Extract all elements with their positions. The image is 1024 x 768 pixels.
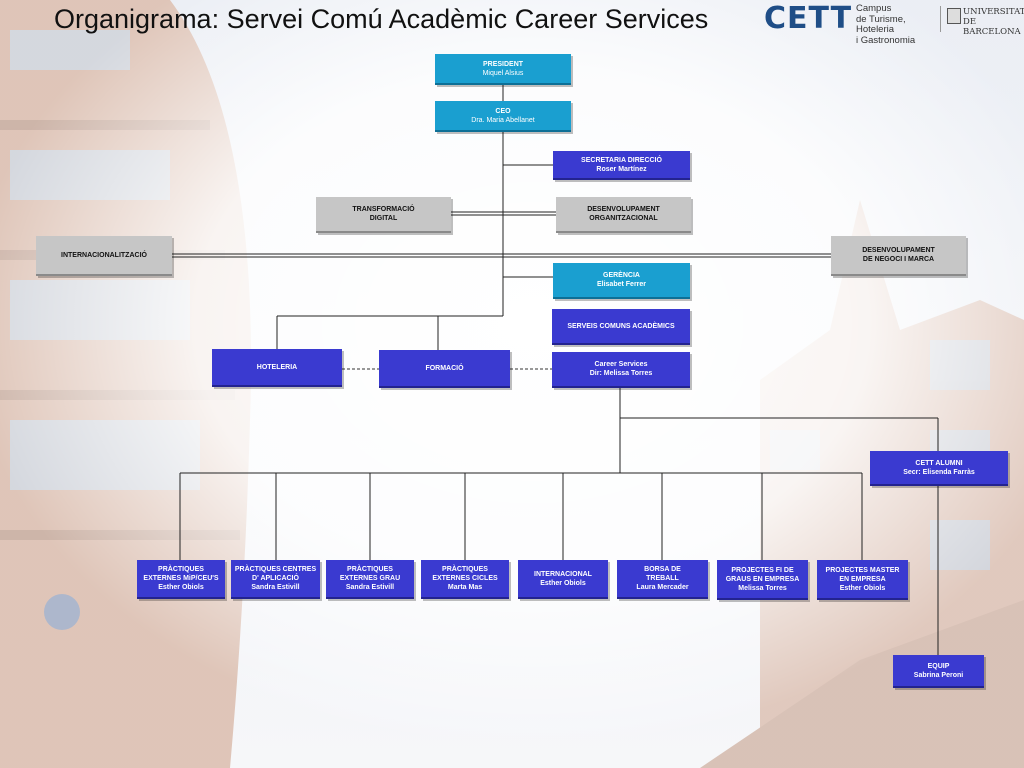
formacio-box: FORMACIÓ <box>379 350 510 388</box>
desenvolupament-organitzacional-box: DESENVOLUPAMENT ORGANITZACIONAL <box>556 197 691 233</box>
equip-box: EQUIP Sabrina Peroni <box>893 655 984 688</box>
practiques-externes-grau-box: PRÀCTIQUES EXTERNES GRAU Sandra Estivill <box>326 560 414 599</box>
career-services-box: Career Services Dir: Melissa Torres <box>552 352 690 388</box>
internacionalitzacio-box: INTERNACIONALITZACIÓ <box>36 236 172 276</box>
hoteleria-box: HOTELERIA <box>212 349 342 387</box>
university-text: UNIVERSITAT DE BARCELONA <box>963 7 1024 37</box>
practiques-externes-mip-box: PRÀCTIQUES EXTERNES MiP/CEU'S Esther Obi… <box>137 560 225 599</box>
logo-separator <box>940 6 941 32</box>
borsa-treball-box: BORSA DE TREBALL Laura Mercader <box>617 560 708 599</box>
serveis-comuns-academics-box: SERVEIS COMUNS ACADÈMICS <box>552 309 690 345</box>
gerencia-box: GERÈNCIA Elisabet Ferrer <box>553 263 690 299</box>
cett-logo-text: CETT <box>764 1 853 36</box>
ceo-box: CEO Dra. Maria Abellanet <box>435 101 571 132</box>
page-title: Organigrama: Servei Comú Acadèmic Career… <box>54 4 709 34</box>
internacional-box: INTERNACIONAL Esther Obiols <box>518 560 608 599</box>
cett-ub-logo: CETT Campus de Turisme, Hoteleria i Gast… <box>764 1 1024 45</box>
projectes-fi-graus-box: PROJECTES FI DE GRAUS EN EMPRESA Melissa… <box>717 560 808 600</box>
cett-alumni-box: CETT ALUMNI Secr: Elisenda Farràs <box>870 451 1008 486</box>
university-shield-icon <box>947 8 961 24</box>
campus-text: Campus de Turisme, Hoteleria i Gastronom… <box>856 3 916 46</box>
practiques-centres-aplicacio-box: PRÀCTIQUES CENTRES D' APLICACIÓ Sandra E… <box>231 560 320 599</box>
transformacio-digital-box: TRANSFORMACIÓ DIGITAL <box>316 197 451 233</box>
desenvolupament-negoci-marca-box: DESENVOLUPAMENT DE NEGOCI I MARCA <box>831 236 966 276</box>
president-box: PRESIDENT Miquel Alsius <box>435 54 571 85</box>
practiques-externes-cicles-box: PRÀCTIQUES EXTERNES CICLES Marta Mas <box>421 560 509 599</box>
secretaria-direccio-box: SECRETARIA DIRECCIÓ Roser Martínez <box>553 151 690 180</box>
projectes-master-box: PROJECTES MASTER EN EMPRESA Esther Obiol… <box>817 560 908 600</box>
